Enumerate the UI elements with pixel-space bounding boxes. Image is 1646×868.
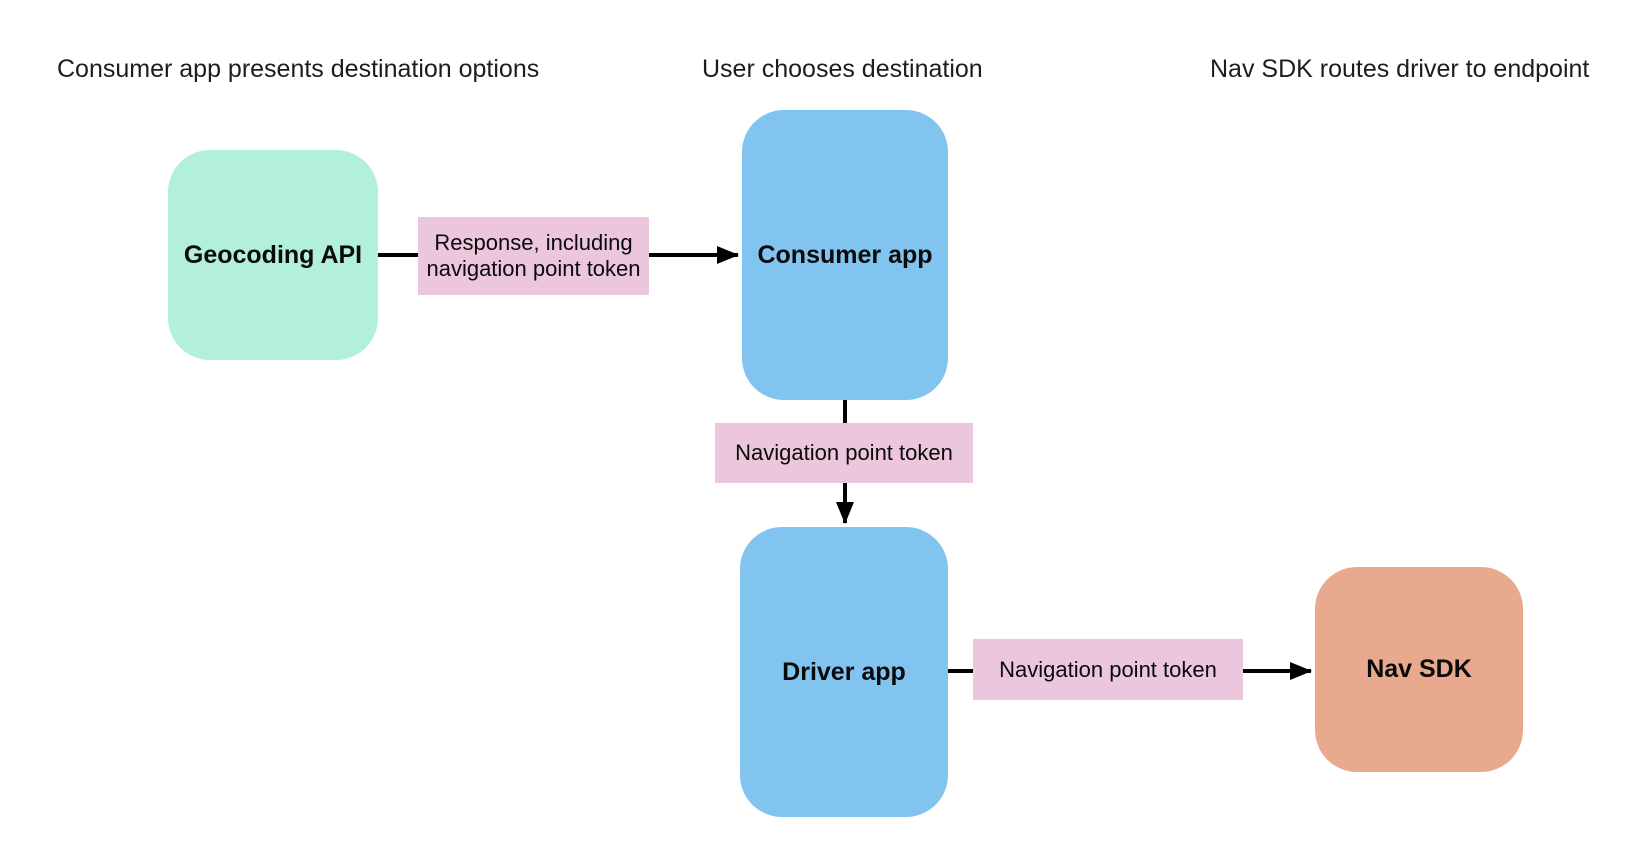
edge-label-navigation-point-token-horizontal: Navigation point token (973, 639, 1243, 700)
edge-label-response-token: Response, including navigation point tok… (418, 217, 649, 295)
node-nav-sdk: Nav SDK (1315, 567, 1523, 772)
node-driver-app: Driver app (740, 527, 948, 817)
stage-header-user-chooses: User chooses destination (702, 55, 983, 83)
stage-header-navsdk-routes: Nav SDK routes driver to endpoint (1210, 55, 1590, 83)
stage-header-consumer-presents: Consumer app presents destination option… (57, 55, 540, 83)
node-consumer-app: Consumer app (742, 110, 948, 400)
edge-label-navigation-point-token-vertical: Navigation point token (715, 423, 973, 483)
node-geocoding-api: Geocoding API (168, 150, 378, 360)
